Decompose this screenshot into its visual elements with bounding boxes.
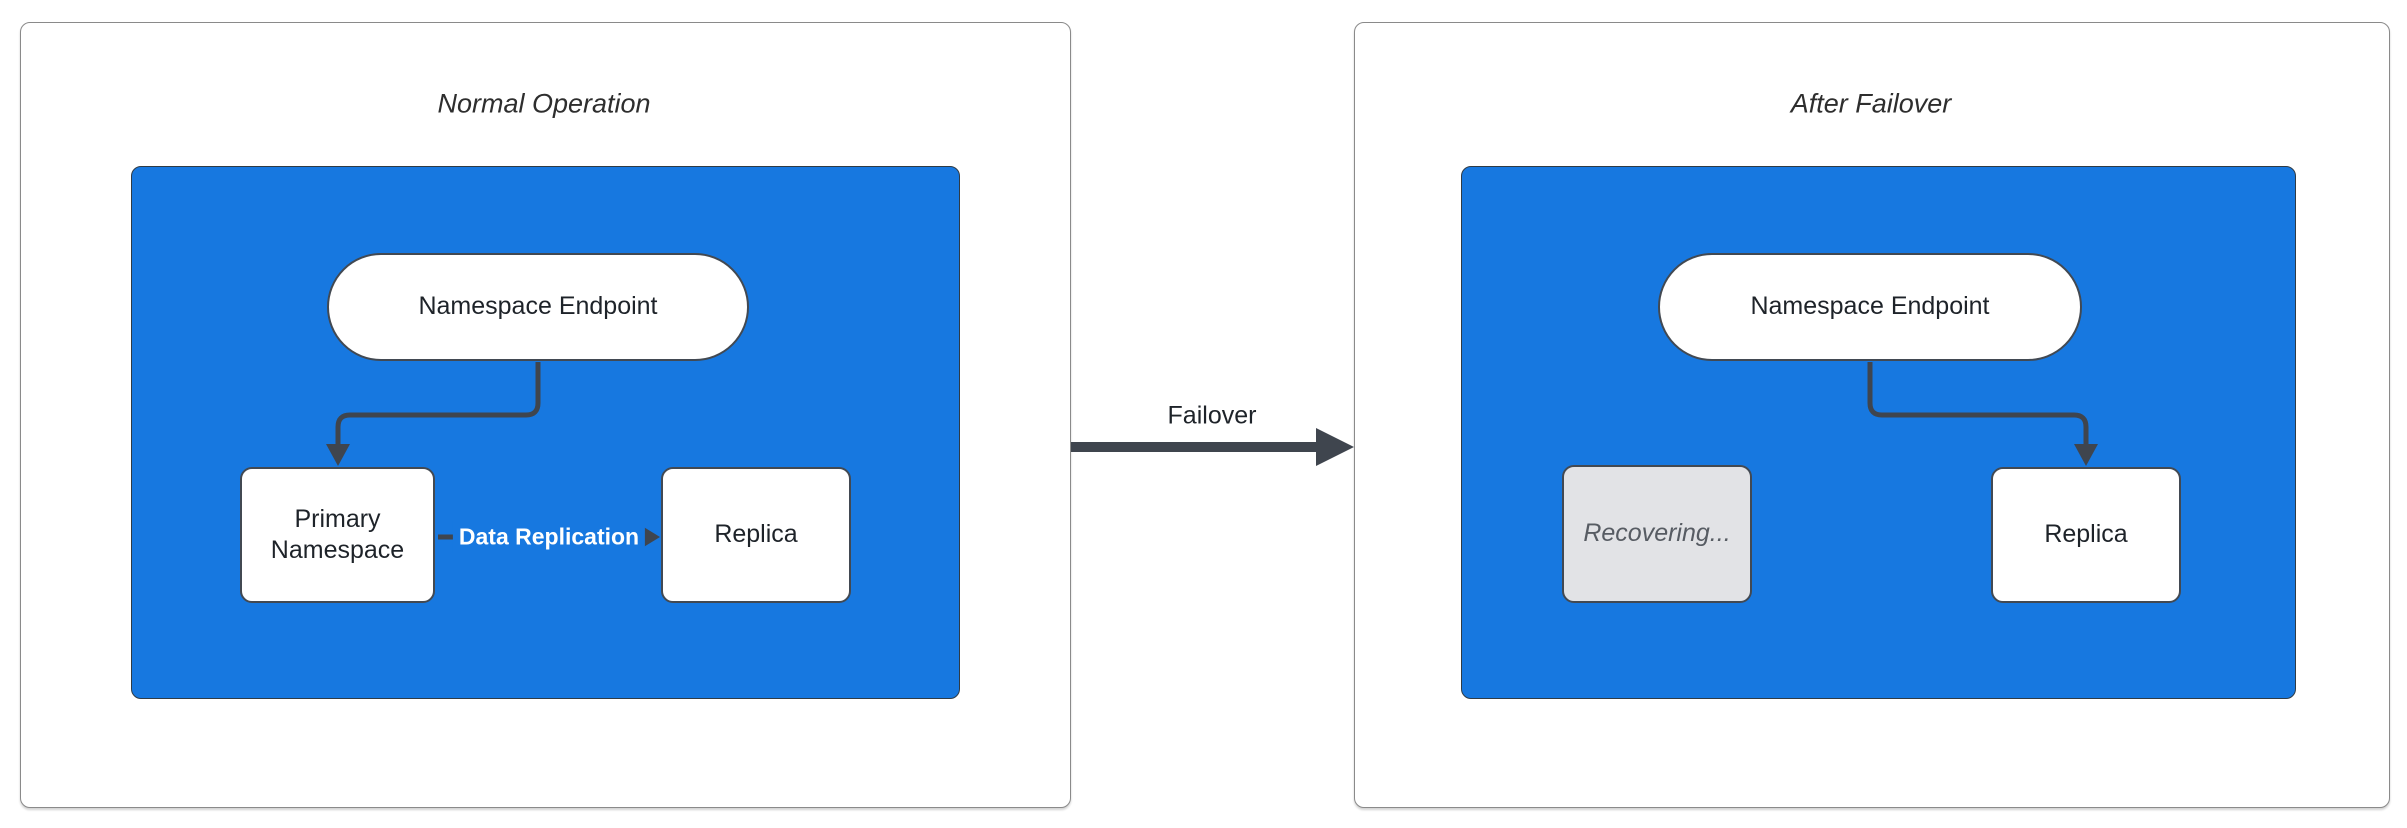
cluster-normal-operation (131, 166, 960, 699)
node-primary-namespace: Primary Namespace (240, 467, 435, 603)
edge-label-failover: Failover (1163, 401, 1261, 431)
node-label-replica-failover: Replica (2044, 520, 2128, 549)
node-replica-normal: Replica (661, 467, 851, 603)
node-recovering: Recovering... (1562, 465, 1752, 603)
panel-title-normal-operation: Normal Operation (437, 88, 651, 119)
node-label-recovering: Recovering... (1583, 519, 1731, 548)
edge-label-data-replication: Data Replication (452, 520, 646, 554)
node-replica-failover: Replica (1991, 467, 2181, 603)
panel-title-after-failover: After Failover (1790, 88, 1952, 119)
node-label-primary-namespace: Primary Namespace (270, 504, 405, 564)
cluster-after-failover (1461, 166, 2296, 699)
node-namespace-endpoint-normal: Namespace Endpoint (327, 253, 749, 361)
node-label-namespace-endpoint-failover: Namespace Endpoint (1750, 292, 1990, 321)
node-namespace-endpoint-failover: Namespace Endpoint (1658, 253, 2082, 361)
node-label-replica-normal: Replica (714, 520, 798, 549)
arrowhead-failover (1316, 428, 1354, 466)
node-label-namespace-endpoint-normal: Namespace Endpoint (418, 292, 658, 321)
